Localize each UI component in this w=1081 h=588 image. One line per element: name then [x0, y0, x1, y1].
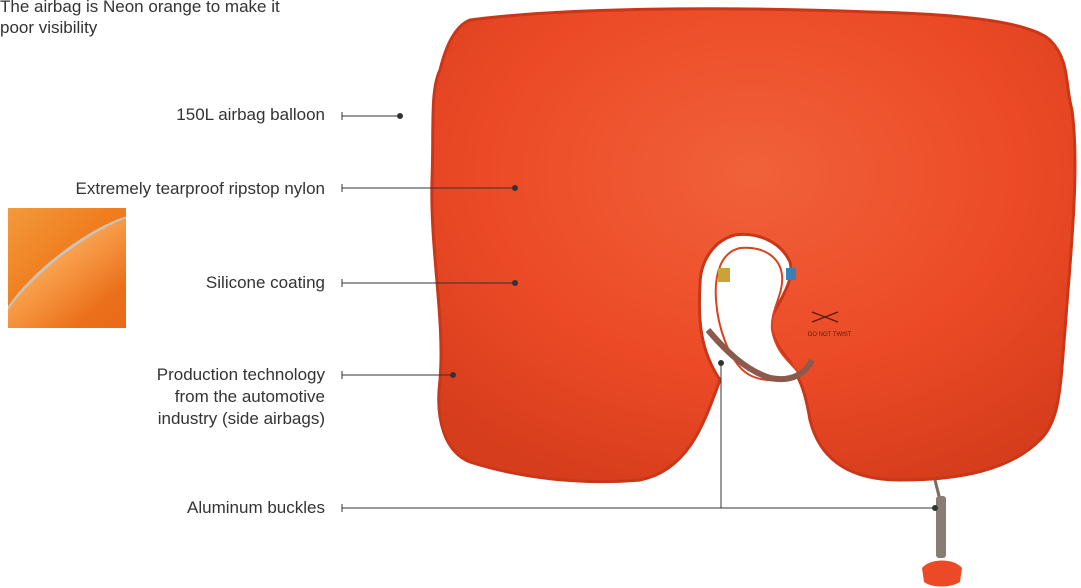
- label-aluminum-buckles: Aluminum buckles: [187, 497, 325, 519]
- label-airbag-balloon: 150L airbag balloon: [176, 104, 325, 126]
- buckle-right: [786, 268, 796, 280]
- trigger-handle: [922, 480, 962, 587]
- label-production-technology: Production technology from the automotiv…: [157, 364, 325, 430]
- leader-balloon: [342, 112, 403, 120]
- label-ripstop-nylon: Extremely tearproof ripstop nylon: [76, 178, 325, 200]
- label-silicone-coating: Silicone coating: [206, 272, 325, 294]
- leader-production: [342, 371, 456, 379]
- svg-text:DO NOT TWIST: DO NOT TWIST: [808, 332, 852, 338]
- buckle-left: [718, 268, 730, 282]
- airbag-balloon: [432, 9, 1075, 482]
